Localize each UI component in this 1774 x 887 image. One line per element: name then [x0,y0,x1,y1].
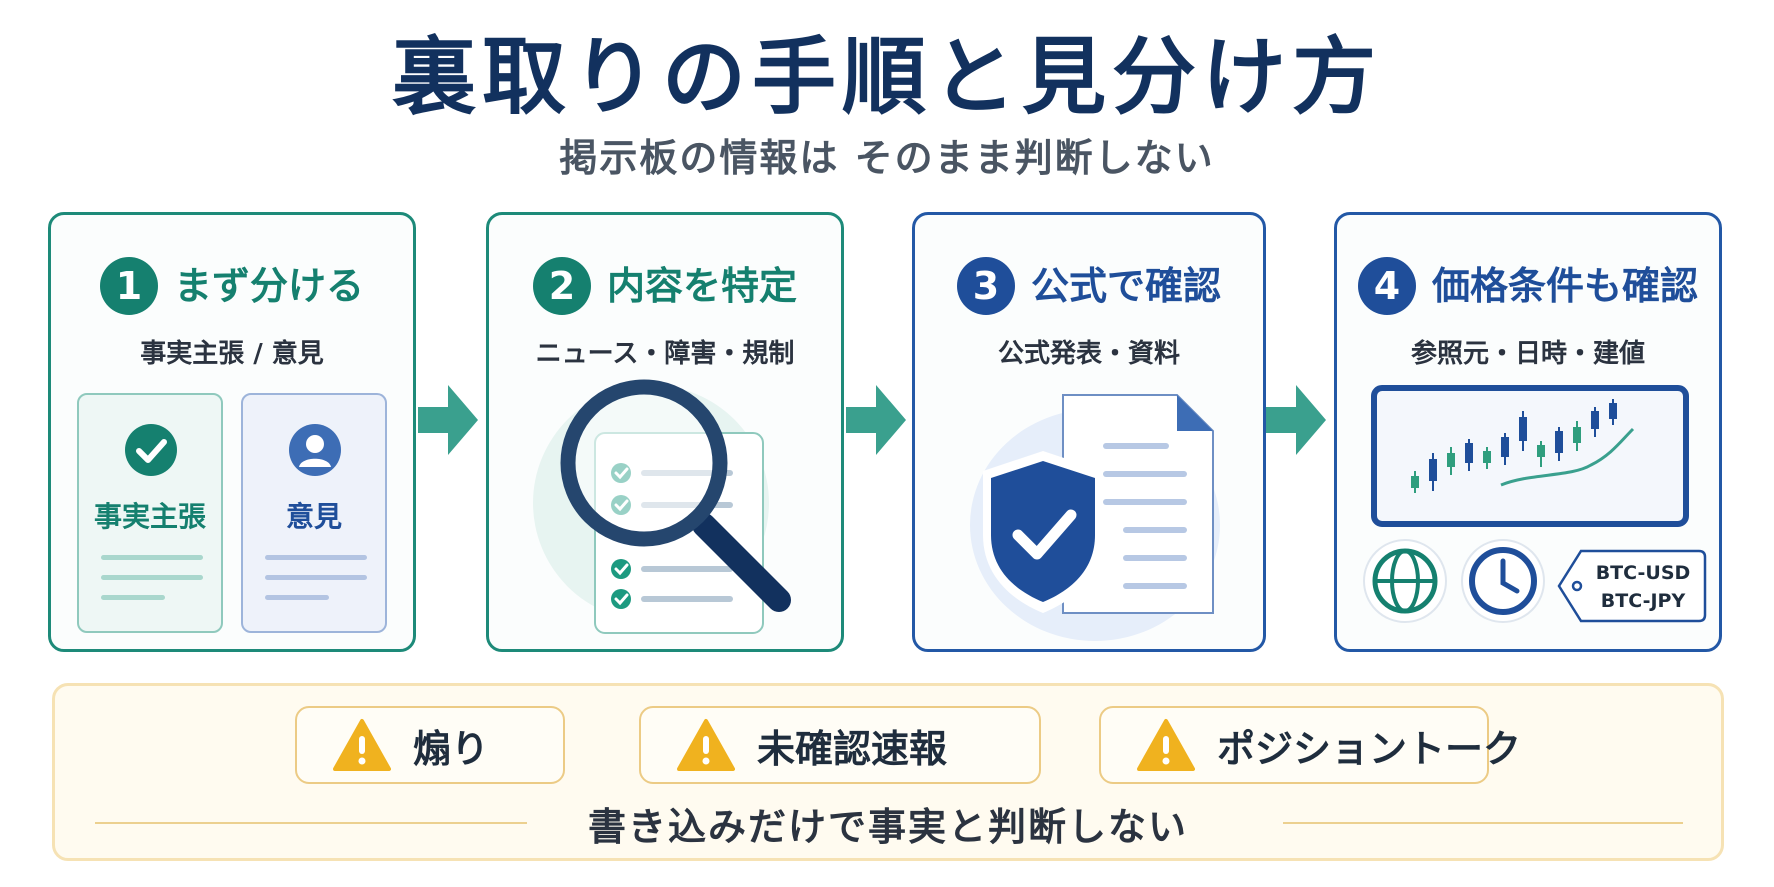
flow-arrow [1266,385,1326,455]
step-title: 内容を特定 [606,264,797,308]
warning-tag-label: 煽り [413,726,490,771]
divider [1283,822,1683,824]
pair-label: BTC-USD [1596,562,1691,584]
step-card-4: 4 価格条件も確認 参照元・日時・建値 [1334,212,1722,652]
warning-tag-label: 未確認速報 [757,726,948,771]
step-header: 1 まず分ける [51,257,413,315]
warning-banner: 煽り 未確認速報 ポジショントーク 書き込みだけで事実と判断しない [52,683,1724,861]
step-card-3: 3 公式で確認 公式発表・資料 [912,212,1266,652]
page-subtitle: 掲示板の情報は そのまま判断しない [559,136,1215,180]
clock-icon [1461,539,1545,623]
shield-document-icon [970,394,1220,641]
step-header: 2 内容を特定 [489,257,841,315]
pair-label: BTC-JPY [1601,590,1686,612]
warning-icon [333,719,391,771]
price-tag-icon: BTC-USD BTC-JPY [1557,549,1707,623]
step-subtitle: 事実主張 / 意見 [140,339,324,369]
person-icon [289,424,341,476]
step-title: まず分ける [173,264,364,308]
divider [95,822,527,824]
warning-tag: 煽り [295,706,565,784]
step-subtitle: 公式発表・資料 [997,339,1180,369]
step-header: 3 公式で確認 [915,257,1263,315]
step-subtitle: ニュース・障害・規制 [535,339,795,369]
step-card-2: 2 内容を特定 ニュース・障害・規制 [486,212,844,652]
fact-claim-panel: 事実主張 [77,393,223,633]
step-number-badge: 2 [532,257,591,315]
flow-arrow [418,385,478,455]
step-title: 価格条件も確認 [1431,264,1698,308]
fact-claim-label: 事実主張 [93,500,206,533]
opinion-panel: 意見 [241,393,387,633]
candlestick-chart-icon [1371,385,1689,527]
step-number-badge: 1 [99,257,158,315]
warning-icon [677,719,735,771]
opinion-label: 意見 [285,500,342,533]
warning-tag-label: ポジショントーク [1217,726,1522,771]
step-title: 公式で確認 [1030,264,1221,308]
step-number-badge: 3 [956,257,1015,315]
banner-footer-text: 書き込みだけで事実と判断しない [587,805,1188,849]
check-circle-icon [125,424,177,476]
step-card-1: 1 まず分ける 事実主張 / 意見 事実主張 意見 [48,212,416,652]
globe-icon [1363,539,1447,623]
step-number-badge: 4 [1357,257,1416,315]
warning-tag: ポジショントーク [1099,706,1521,784]
text-lines-decoration [101,555,203,600]
text-lines-decoration [265,555,367,600]
flow-arrow [846,385,906,455]
step-header: 4 価格条件も確認 [1337,257,1719,315]
step-subtitle: 参照元・日時・建値 [1410,339,1645,369]
magnifier-checklist-icon [533,379,791,634]
warning-tag: 未確認速報 [639,706,1041,784]
page-title: 裏取りの手順と見分け方 [391,28,1382,126]
warning-icon [1137,719,1195,771]
